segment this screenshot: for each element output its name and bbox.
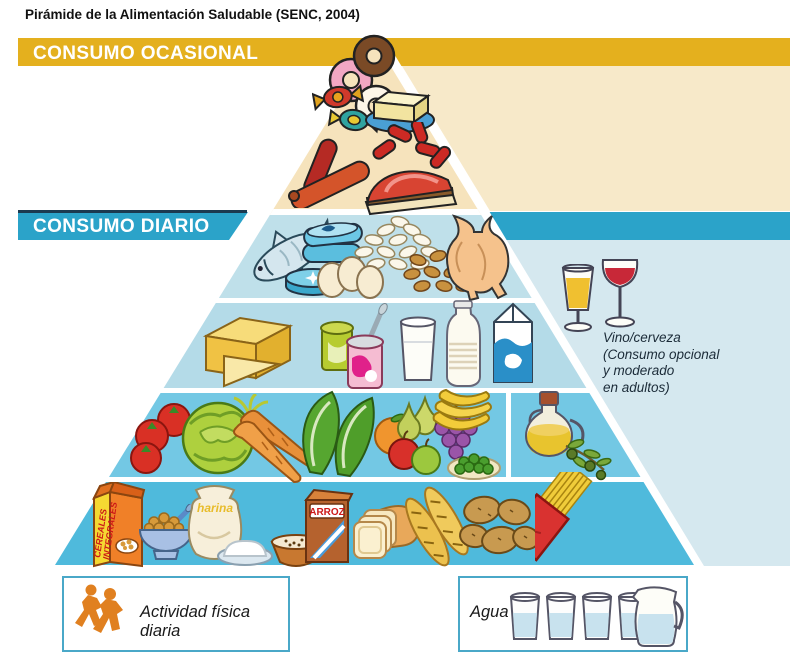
wine-note-line: (Consumo opcional	[603, 346, 720, 362]
canned-fish-icon	[302, 222, 363, 263]
level-divider	[55, 477, 694, 482]
milk-carton-icon	[493, 302, 533, 383]
water-label: Agua	[470, 603, 509, 621]
wine-note: Vino/cerveza (Consumo opcional y moderad…	[603, 330, 719, 396]
band-diario-label: CONSUMO DIARIO	[33, 216, 210, 237]
chorizo-links-icon	[372, 122, 452, 169]
flour-sack-icon: harina	[187, 485, 243, 560]
milk-bottle-icon	[446, 300, 481, 387]
flour-plate-icon	[217, 539, 273, 566]
band-diario-topline	[18, 210, 247, 213]
carrots-icon	[233, 394, 315, 484]
band-diario-left	[18, 212, 248, 240]
lettuce-icon	[181, 401, 255, 475]
wine-note-line: Vino/cerveza	[603, 330, 681, 345]
cheese-icon	[202, 316, 294, 388]
potatoes-icon	[459, 495, 540, 555]
flour-sack-text: harina	[197, 501, 233, 515]
wine-note-line: y moderado	[603, 363, 675, 378]
peas-plate-icon	[447, 453, 501, 480]
water-box: Agua	[458, 576, 688, 652]
tomatoes-icon	[130, 403, 191, 474]
band-ocasional	[18, 38, 790, 66]
cereal-bowl-icon	[138, 504, 194, 560]
olive-oil-icon	[524, 391, 612, 481]
baguettes-icon	[405, 486, 469, 567]
level-divider	[55, 388, 694, 393]
rice-box-icon: ARROZ	[303, 488, 354, 563]
spaghetti-icon	[535, 472, 593, 562]
water-glass-icon	[545, 592, 577, 640]
activity-box: Actividad física diaria	[62, 576, 290, 652]
rice-box-text: ARROZ	[309, 507, 345, 518]
sausages-icon	[288, 138, 370, 208]
water-glass-icon	[581, 592, 613, 640]
beer-glass-icon	[561, 264, 595, 332]
band-ocasional-label: CONSUMO OCASIONAL	[33, 43, 259, 64]
page-title: Pirámide de la Alimentación Saludable (S…	[25, 7, 360, 22]
water-pitcher-icon	[631, 586, 684, 647]
chicken-icon	[446, 214, 510, 302]
activity-label: Actividad física diaria	[140, 603, 251, 640]
oil-section-divider	[506, 393, 511, 477]
eggs-icon	[317, 256, 384, 299]
wine-note-line: en adultos)	[603, 379, 670, 395]
chard-icon	[302, 390, 375, 478]
band-diario-right	[489, 212, 790, 240]
level-divider	[55, 298, 694, 303]
water-glass-icon	[509, 592, 541, 640]
cereal-box-icon: CEREALES INTEGRALES	[91, 482, 146, 568]
apples-icon	[388, 430, 441, 475]
wine-glass-icon	[601, 259, 639, 328]
bananas-icon	[432, 388, 492, 431]
runners-icon	[75, 584, 123, 633]
cured-meat-icon	[364, 170, 458, 216]
milk-glass-icon	[399, 316, 437, 381]
yogurt-cups-icon	[320, 303, 388, 389]
